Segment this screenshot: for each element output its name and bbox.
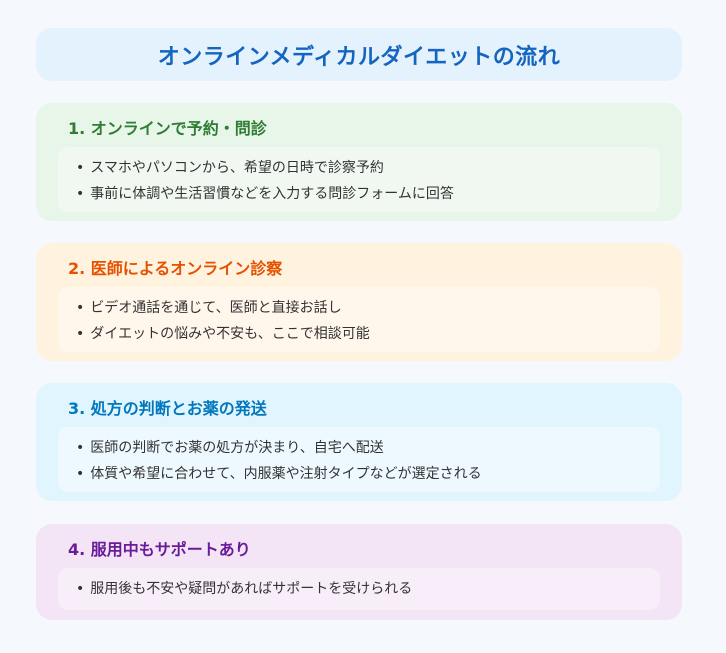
step-2-item-2: ダイエットの悩みや不安も、ここで相談可能	[76, 321, 660, 347]
step-1-item-1: スマホやパソコンから、希望の日時で診察予約	[76, 155, 660, 181]
step-1-details: スマホやパソコンから、希望の日時で診察予約 事前に体調や生活習慣などを入力する問…	[58, 147, 660, 212]
step-4-box: 4. 服用中もサポートあり 服用後も不安や疑問があればサポートを受けられる	[36, 524, 682, 620]
page-title: オンラインメディカルダイエットの流れ	[157, 44, 561, 70]
step-3-item-1: 医師の判断でお薬の処方が決まり、自宅へ配送	[76, 435, 660, 461]
step-2-details: ビデオ通話を通じて、医師と直接お話し ダイエットの悩みや不安も、ここで相談可能	[58, 287, 660, 352]
step-2-box: 2. 医師によるオンライン診察 ビデオ通話を通じて、医師と直接お話し ダイエット…	[36, 243, 682, 361]
step-3-box: 3. 処方の判断とお薬の発送 医師の判断でお薬の処方が決まり、自宅へ配送 体質や…	[36, 383, 682, 501]
step-2-heading: 2. 医師によるオンライン診察	[68, 259, 283, 278]
step-4-heading: 4. 服用中もサポートあり	[68, 540, 251, 559]
step-3-item-2: 体質や希望に合わせて、内服薬や注射タイプなどが選定される	[76, 461, 660, 487]
step-2-item-1: ビデオ通話を通じて、医師と直接お話し	[76, 295, 660, 321]
step-1-heading: 1. オンラインで予約・問診	[68, 119, 267, 138]
step-3-heading: 3. 処方の判断とお薬の発送	[68, 399, 267, 418]
step-1-box: 1. オンラインで予約・問診 スマホやパソコンから、希望の日時で診察予約 事前に…	[36, 103, 682, 221]
step-3-details: 医師の判断でお薬の処方が決まり、自宅へ配送 体質や希望に合わせて、内服薬や注射タ…	[58, 427, 660, 492]
step-4-details: 服用後も不安や疑問があればサポートを受けられる	[58, 568, 660, 610]
step-4-item-1: 服用後も不安や疑問があればサポートを受けられる	[76, 576, 660, 602]
title-banner: オンラインメディカルダイエットの流れ	[36, 28, 682, 81]
step-1-item-2: 事前に体調や生活習慣などを入力する問診フォームに回答	[76, 181, 660, 207]
